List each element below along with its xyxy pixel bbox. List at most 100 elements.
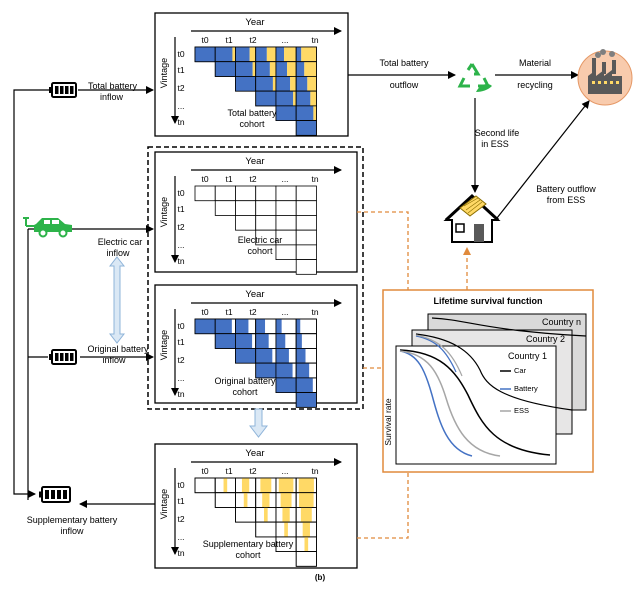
country-1-label: Country 1 [508, 351, 547, 361]
cell-blue-fill [296, 105, 314, 121]
column-tick-label: t1 [225, 174, 232, 184]
cohort-cell [235, 507, 257, 523]
cohort-cell [235, 215, 257, 231]
cohort-cell [194, 185, 216, 202]
row-tick-label: t2 [177, 355, 184, 365]
cell-yellow-fill [260, 478, 272, 493]
column-tick-label: tn [311, 35, 318, 45]
column-tick-label: tn [311, 174, 318, 184]
column-tick-label: t1 [225, 466, 232, 476]
cell-yellow-fill [310, 91, 317, 106]
car-battery-link-arrow [108, 256, 126, 344]
cell-yellow-fill [266, 47, 276, 62]
cohort-cell [295, 200, 317, 216]
column-tick-label: t0 [201, 307, 208, 317]
cell-blue-fill [296, 348, 306, 364]
figure-caption: (b) [315, 573, 326, 582]
cohort-cell [214, 185, 236, 202]
cell-yellow-fill [284, 47, 297, 62]
cell-blue-fill [296, 363, 310, 378]
column-tick-label: t2 [249, 35, 256, 45]
cell-yellow-fill [223, 478, 228, 493]
cohort-cell [255, 185, 277, 202]
row-tick-label: ... [177, 532, 184, 542]
cohort-cell [194, 477, 216, 494]
cell-blue-fill [255, 363, 276, 378]
cell-blue-fill [255, 61, 270, 77]
row-tick-label: t0 [177, 321, 184, 331]
cell-blue-fill [296, 377, 313, 393]
cohort-cell [295, 229, 317, 246]
legend-car: Car [514, 366, 527, 375]
ess-outflow-arrow [496, 100, 590, 219]
cell-blue-fill [275, 105, 297, 121]
row-tick-label: tn [177, 117, 184, 127]
cohort-cell [295, 215, 317, 231]
row-tick-label: tn [177, 256, 184, 266]
card-2-curve [415, 333, 573, 411]
cell-blue-fill [296, 333, 302, 349]
cell-blue-fill [275, 91, 294, 106]
battery-icon [39, 486, 71, 503]
row-tick-label: tn [177, 389, 184, 399]
cohort-cell [275, 215, 297, 231]
cell-blue-fill [296, 120, 317, 136]
cell-yellow-fill [298, 478, 314, 493]
cell-yellow-fill [301, 47, 317, 62]
cell-yellow-fill [282, 507, 290, 523]
cell-blue-fill [215, 61, 236, 77]
cell-yellow-fill [307, 76, 317, 92]
cell-blue-fill [235, 348, 256, 364]
column-tick-label: tn [311, 307, 318, 317]
survival-link-lines [357, 211, 471, 539]
row-tick-label: t2 [177, 514, 184, 524]
cell-yellow-fill [264, 507, 268, 523]
cell-blue-fill [235, 76, 256, 92]
cell-blue-fill [275, 377, 297, 393]
cohort-cell [275, 185, 297, 202]
country-cards: Country n Country 2 Country 1 [395, 313, 587, 465]
cell-blue-fill [296, 47, 302, 62]
cohort-cell [235, 200, 257, 216]
cohort-cell [255, 521, 277, 538]
cell-yellow-fill [300, 507, 312, 523]
cell-blue-fill [195, 47, 216, 62]
cell-blue-fill [296, 91, 311, 106]
battery-survival-curve [399, 350, 473, 457]
year-label: Year [245, 156, 264, 167]
cell-yellow-fill [232, 47, 236, 62]
country-n-label: Country n [542, 317, 581, 327]
column-tick-label: t2 [249, 307, 256, 317]
cell-yellow-fill [287, 61, 297, 77]
row-tick-label: t1 [177, 496, 184, 506]
card-2-curve-b [415, 335, 457, 373]
battery-icon [49, 82, 77, 98]
cell-yellow-fill [299, 492, 314, 508]
cell-blue-fill [296, 392, 317, 408]
cell-yellow-fill [278, 478, 294, 493]
cell-blue-fill [235, 47, 250, 62]
column-tick-label: tn [311, 466, 318, 476]
cell-yellow-fill [243, 492, 248, 508]
column-tick-label: t0 [201, 466, 208, 476]
cell-blue-fill [255, 319, 266, 334]
cell-blue-fill [296, 319, 301, 334]
cohort-cell [275, 244, 297, 261]
cell-blue-fill [275, 76, 291, 92]
cell-yellow-fill [252, 61, 256, 77]
year-label: Year [245, 17, 264, 28]
vintage-label: Vintage [159, 197, 169, 227]
row-tick-label: ... [177, 373, 184, 383]
column-tick-label: t0 [201, 35, 208, 45]
cohort-cell [295, 259, 317, 275]
legend-battery: Battery [514, 384, 538, 393]
survival-ylabel: Survival rate [383, 398, 393, 446]
